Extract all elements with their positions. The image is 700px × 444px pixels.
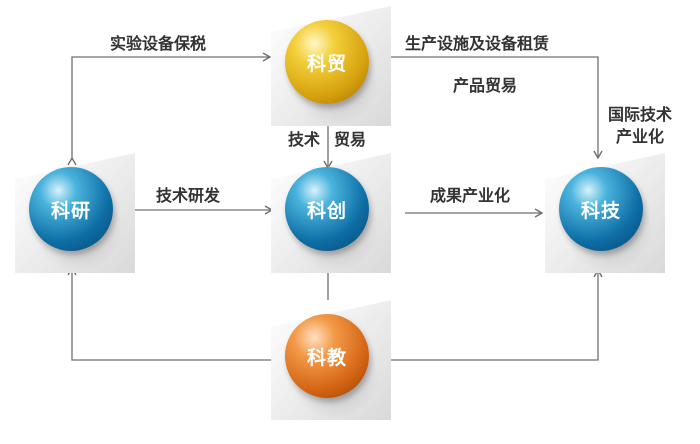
edge-label-tech: 技术 [288, 130, 321, 149]
edge-leasing-line [377, 52, 603, 160]
node-keji: 科技 [545, 153, 665, 273]
node-kejiao: 科教 [271, 300, 391, 420]
edge-label-trade: 贸易 [334, 130, 367, 149]
node-kechuang-label: 科创 [285, 167, 369, 251]
node-kemao-label: 科贸 [285, 20, 369, 104]
edge-label-product-trade: 产品贸易 [453, 76, 518, 95]
edge-label-industrialization: 成果产业化 [430, 186, 511, 205]
node-keji-label: 科技 [559, 167, 643, 251]
node-kemao: 科贸 [271, 6, 391, 126]
node-keyan: 科研 [15, 153, 135, 273]
node-kechuang: 科创 [271, 153, 391, 273]
edge-kejiao-keji-line [382, 268, 603, 361]
edge-label-intl-industrialization: 国际技术 产业化 [608, 105, 673, 146]
node-keyan-label: 科研 [29, 167, 113, 251]
node-kejiao-label: 科教 [285, 314, 369, 398]
edge-kejiao-keyan-line [67, 266, 282, 361]
edge-label-tech-rd: 技术研发 [156, 186, 221, 205]
edge-bonded-line [67, 52, 272, 166]
edge-label-leasing: 生产设施及设备租赁 [405, 34, 550, 53]
edge-label-bonded: 实验设备保税 [110, 34, 207, 53]
